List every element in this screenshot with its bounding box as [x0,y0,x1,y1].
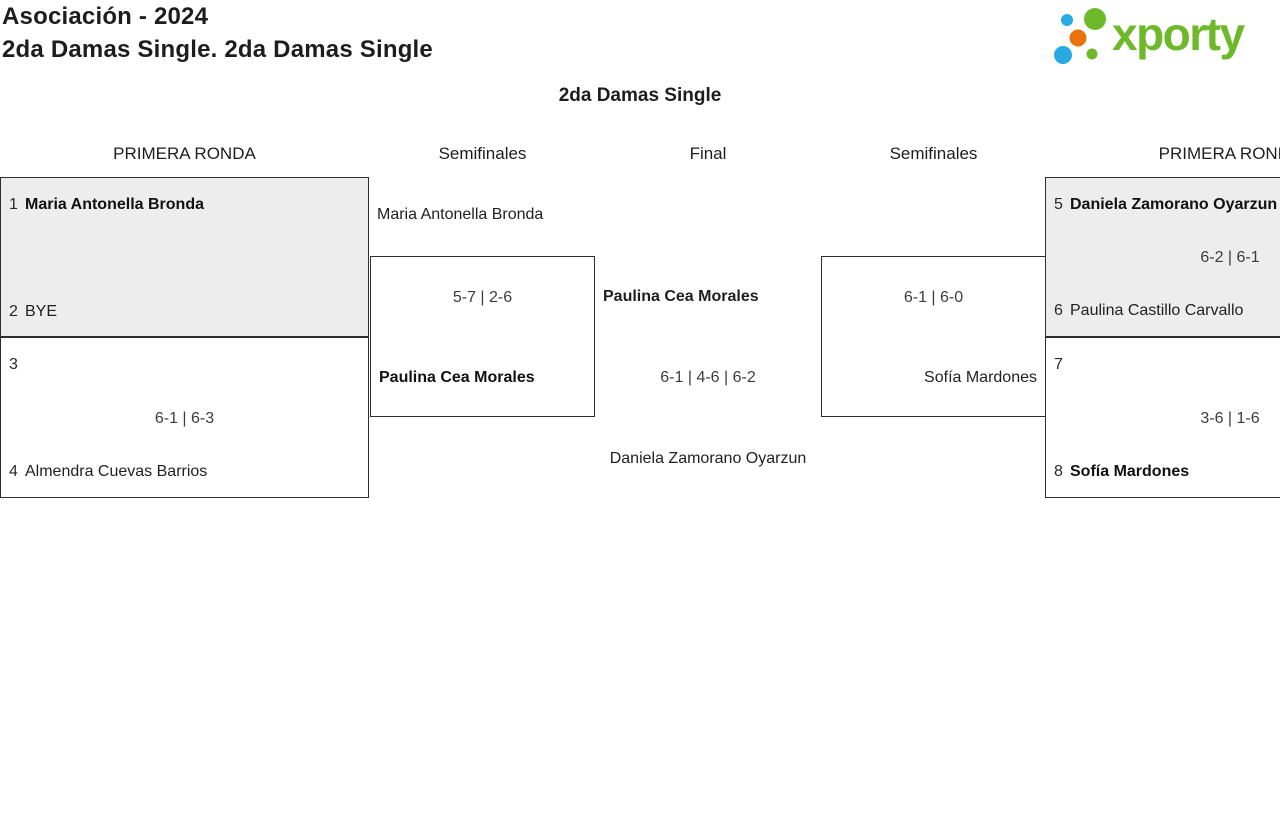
seed-number: 8 [1054,463,1063,480]
round-header-final: Final [689,144,727,163]
player-name: Daniela Zamorano Oyarzun [1070,196,1278,213]
match-right-r1-1: 5 Daniela Zamorano Oyarzun 6-2 | 6-1 6 P… [1045,177,1280,337]
seed-number: 5 [1054,196,1063,213]
match-right-r1-2: 7 3-6 | 1-6 8 Sofía Mardones [1045,337,1280,498]
match-left-semifinal: 5-7 | 2-6 Paulina Cea Morales [370,256,595,417]
seed-number: 2 [9,303,18,320]
round-header-first-round-right: PRIMERA RONDA [1158,144,1280,163]
match-score: 6-2 | 6-1 [1200,249,1260,266]
player-name: Sofía Mardones [1070,463,1190,480]
match-score: 5-7 | 2-6 [452,289,513,306]
player-name: Paulina Cea Morales [603,288,759,305]
match-score: 3-6 | 1-6 [1200,410,1260,427]
player-name: Sofía Mardones [924,369,1037,386]
seed-number: 7 [1054,356,1063,373]
seed-number: 6 [1054,302,1063,319]
logo-dots-icon [1054,8,1106,64]
seed-number: 3 [9,356,18,373]
match-score: 6-1 | 6-3 [154,410,215,427]
round-header-first-round-left: PRIMERA RONDA [113,144,256,163]
match-left-r1-2: 3 6-1 | 6-3 4 Almendra Cuevas Barrios [0,337,369,498]
match-score: 6-1 | 4-6 | 6-2 [660,369,756,386]
match-left-r1-1: 1 Maria Antonella Bronda 2 BYE [0,177,369,337]
player-name: Paulina Cea Morales [379,369,535,386]
match-score: 6-1 | 6-0 [903,289,964,306]
player-name: Paulina Castillo Carvallo [1070,302,1244,319]
xporty-logo-graphic: xporty [1054,8,1247,64]
seed-number: 4 [9,463,18,480]
seed-number: 1 [9,196,18,213]
player-name: BYE [25,303,58,320]
player-name: Almendra Cuevas Barrios [25,463,208,480]
player-name: Maria Antonella Bronda [25,196,204,213]
round-header-semifinal-left: Semifinales [438,144,527,163]
bracket-heading: 2da Damas Single [558,85,722,106]
round-header-semifinal-right: Semifinales [889,144,978,163]
xporty-logo[interactable]: xporty [1048,5,1268,67]
player-name: Maria Antonella Bronda [377,206,544,223]
match-right-semifinal: 6-1 | 6-0 Sofía Mardones [821,256,1046,417]
category-title: 2da Damas Single. 2da Damas Single [2,36,433,63]
tournament-title: Asociación - 2024 [2,3,209,30]
logo-wordmark: xporty [1112,8,1246,60]
player-name: Daniela Zamorano Oyarzun [609,450,807,467]
